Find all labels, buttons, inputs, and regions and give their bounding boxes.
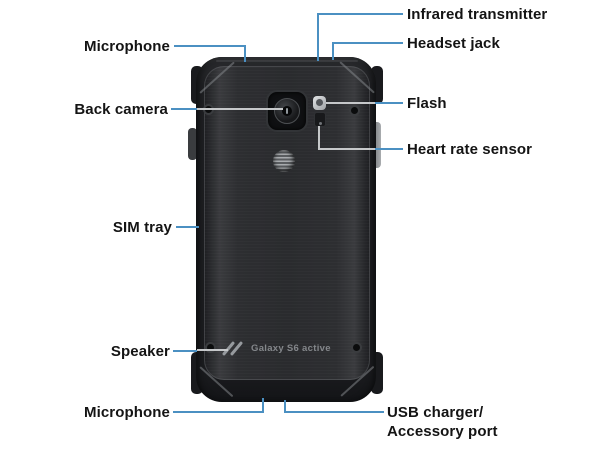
callout-line-usb-charger bbox=[284, 411, 384, 413]
callout-line-speaker bbox=[173, 350, 197, 352]
brand-text: Galaxy S6 active bbox=[251, 343, 331, 354]
callout-line-headset-jack bbox=[332, 42, 334, 60]
camera-pupil bbox=[282, 106, 292, 116]
callout-line-speaker bbox=[197, 349, 228, 351]
top-edge-highlight bbox=[216, 60, 358, 62]
flash-lens bbox=[316, 99, 323, 106]
label-usb-charger-line2: Accessory port bbox=[387, 423, 498, 440]
callout-line-infrared-transmitter bbox=[317, 13, 319, 61]
label-back-camera: Back camera bbox=[74, 101, 168, 118]
callout-line-microphone-bottom bbox=[262, 398, 264, 413]
heart-rate-sensor-module bbox=[314, 112, 326, 127]
power-button bbox=[372, 122, 381, 168]
label-usb-charger-line1: USB charger/ bbox=[387, 404, 484, 421]
screw-icon bbox=[353, 344, 360, 351]
callout-line-flash bbox=[326, 102, 375, 104]
camera-lens-icon bbox=[274, 98, 300, 124]
callout-line-headset-jack bbox=[332, 42, 403, 44]
callout-line-back-camera bbox=[171, 108, 197, 110]
callout-line-microphone-top bbox=[244, 45, 246, 62]
heart-rate-sensor-led bbox=[319, 122, 322, 125]
callout-line-infrared-transmitter bbox=[317, 13, 403, 15]
callout-line-usb-charger bbox=[284, 400, 286, 413]
callout-line-heart-rate-sensor bbox=[318, 148, 375, 150]
back-camera-module bbox=[266, 90, 308, 132]
camera-highlight bbox=[286, 108, 288, 114]
label-heart-rate-sensor: Heart rate sensor bbox=[407, 141, 533, 158]
callout-line-microphone-bottom bbox=[173, 411, 264, 413]
label-headset-jack: Headset jack bbox=[407, 35, 500, 52]
label-usb-charger: USB charger/ Accessory port bbox=[387, 403, 498, 441]
label-microphone-bottom: Microphone bbox=[84, 404, 170, 421]
label-flash: Flash bbox=[407, 95, 447, 112]
callout-line-heart-rate-sensor bbox=[375, 148, 403, 150]
callout-line-sim-tray bbox=[176, 226, 199, 228]
callout-line-flash bbox=[375, 102, 403, 104]
label-infrared-transmitter: Infrared transmitter bbox=[407, 6, 548, 23]
side-key bbox=[188, 128, 197, 160]
screw-icon bbox=[351, 107, 358, 114]
label-speaker: Speaker bbox=[110, 343, 170, 360]
callout-line-heart-rate-sensor bbox=[318, 126, 320, 150]
callout-line-microphone-top bbox=[174, 45, 246, 47]
label-microphone-top: Microphone bbox=[84, 38, 170, 55]
callout-line-back-camera bbox=[197, 108, 283, 110]
screw-icon bbox=[207, 344, 214, 351]
label-sim-tray: SIM tray bbox=[112, 219, 172, 236]
att-globe-logo-icon bbox=[273, 150, 295, 172]
flash-module bbox=[313, 96, 326, 110]
